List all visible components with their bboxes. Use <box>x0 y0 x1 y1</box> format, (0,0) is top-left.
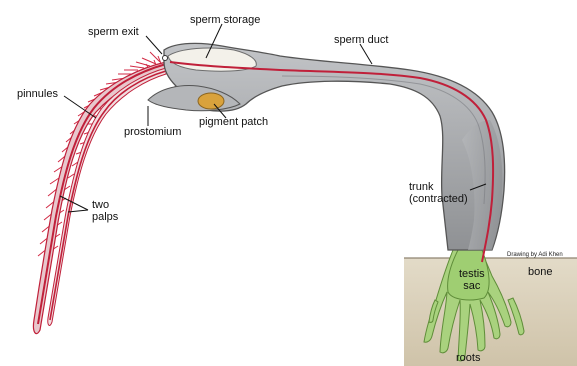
worm-body <box>150 43 505 250</box>
leader-sperm-exit <box>146 36 162 54</box>
label-two-palps: two palps <box>92 199 118 223</box>
label-pigment-patch: pigment patch <box>199 116 268 128</box>
sperm-exit-pore <box>163 56 168 61</box>
label-prostomium: prostomium <box>124 126 181 138</box>
label-roots: roots <box>456 352 480 364</box>
label-pinnules: pinnules <box>17 88 58 100</box>
label-testis-sac: testis sac <box>459 268 485 292</box>
pigment-patch <box>198 93 224 109</box>
label-sperm-exit: sperm exit <box>88 26 139 38</box>
drawing-credit: Drawing by Adi Khen <box>507 252 563 259</box>
label-sperm-storage: sperm storage <box>190 14 260 26</box>
label-sperm-duct: sperm duct <box>334 34 388 46</box>
leader-sperm-duct <box>360 44 372 64</box>
label-trunk: trunk (contracted) <box>409 181 468 205</box>
label-bone: bone <box>528 266 552 278</box>
